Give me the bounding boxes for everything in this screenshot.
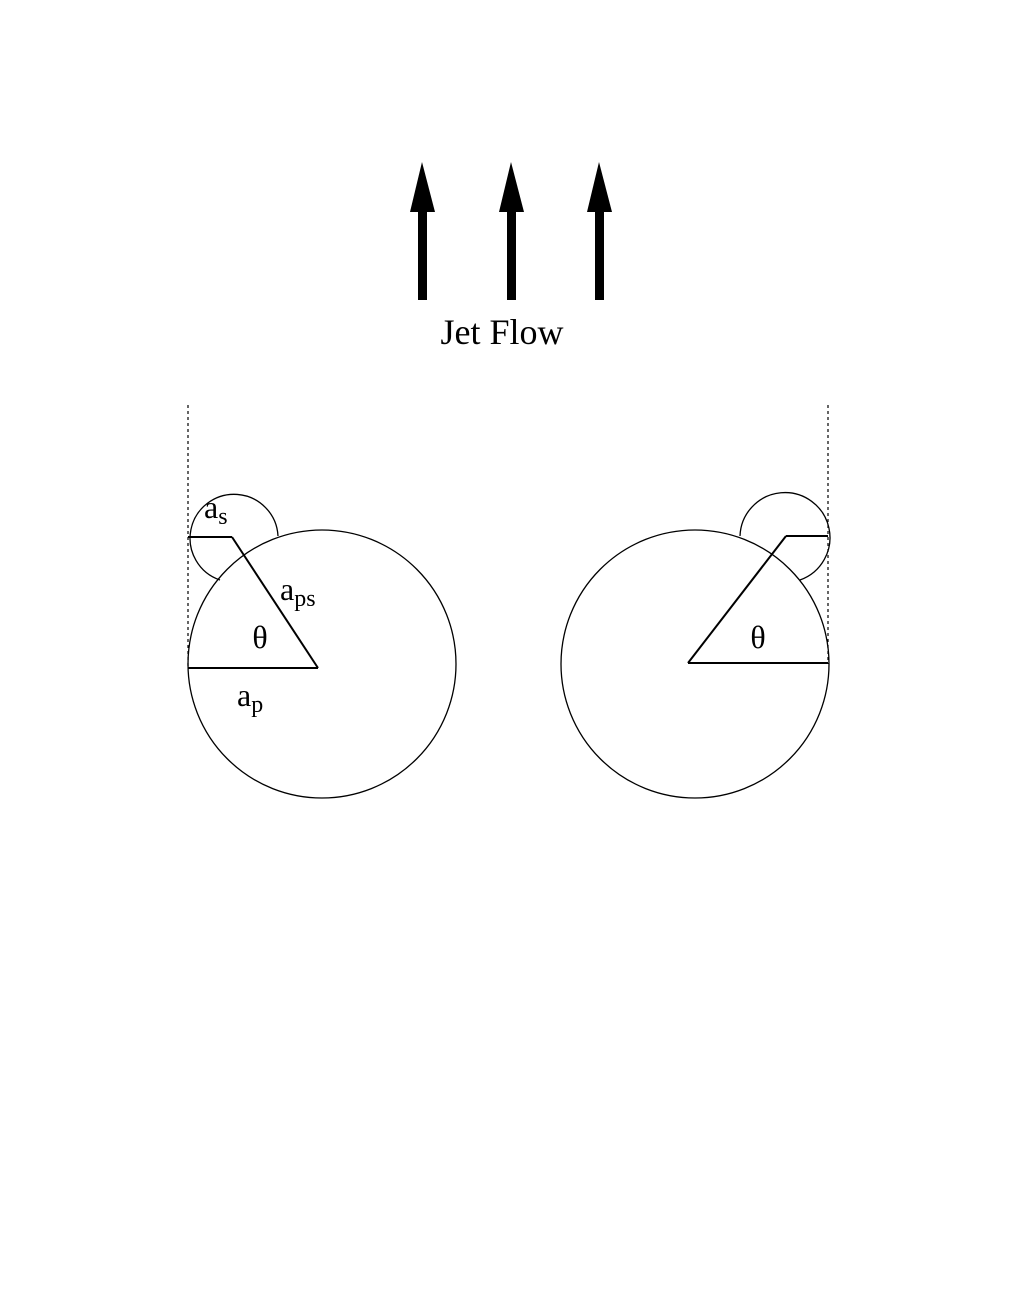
flow-arrow-2	[499, 162, 524, 300]
left-primary-circle	[187, 529, 457, 799]
flow-arrows	[410, 162, 612, 300]
left-angle-label: θ	[252, 619, 267, 655]
left-separation-line	[231, 536, 319, 669]
left-particle: as aps θ ap	[187, 405, 457, 799]
right-particle: θ	[560, 405, 831, 799]
flow-arrow-1	[410, 162, 435, 300]
jet-flow-label: Jet Flow	[440, 312, 563, 352]
right-secondary-circle	[739, 491, 831, 581]
left-secondary-circle	[189, 493, 279, 581]
right-primary-circle	[560, 529, 830, 799]
left-separation-label: aps	[280, 571, 316, 612]
flow-arrow-3	[587, 162, 612, 300]
right-angle-label: θ	[750, 619, 765, 655]
left-primary-radius-label: ap	[237, 677, 263, 718]
left-secondary-radius-label: as	[204, 489, 228, 530]
right-separation-line	[687, 535, 787, 664]
